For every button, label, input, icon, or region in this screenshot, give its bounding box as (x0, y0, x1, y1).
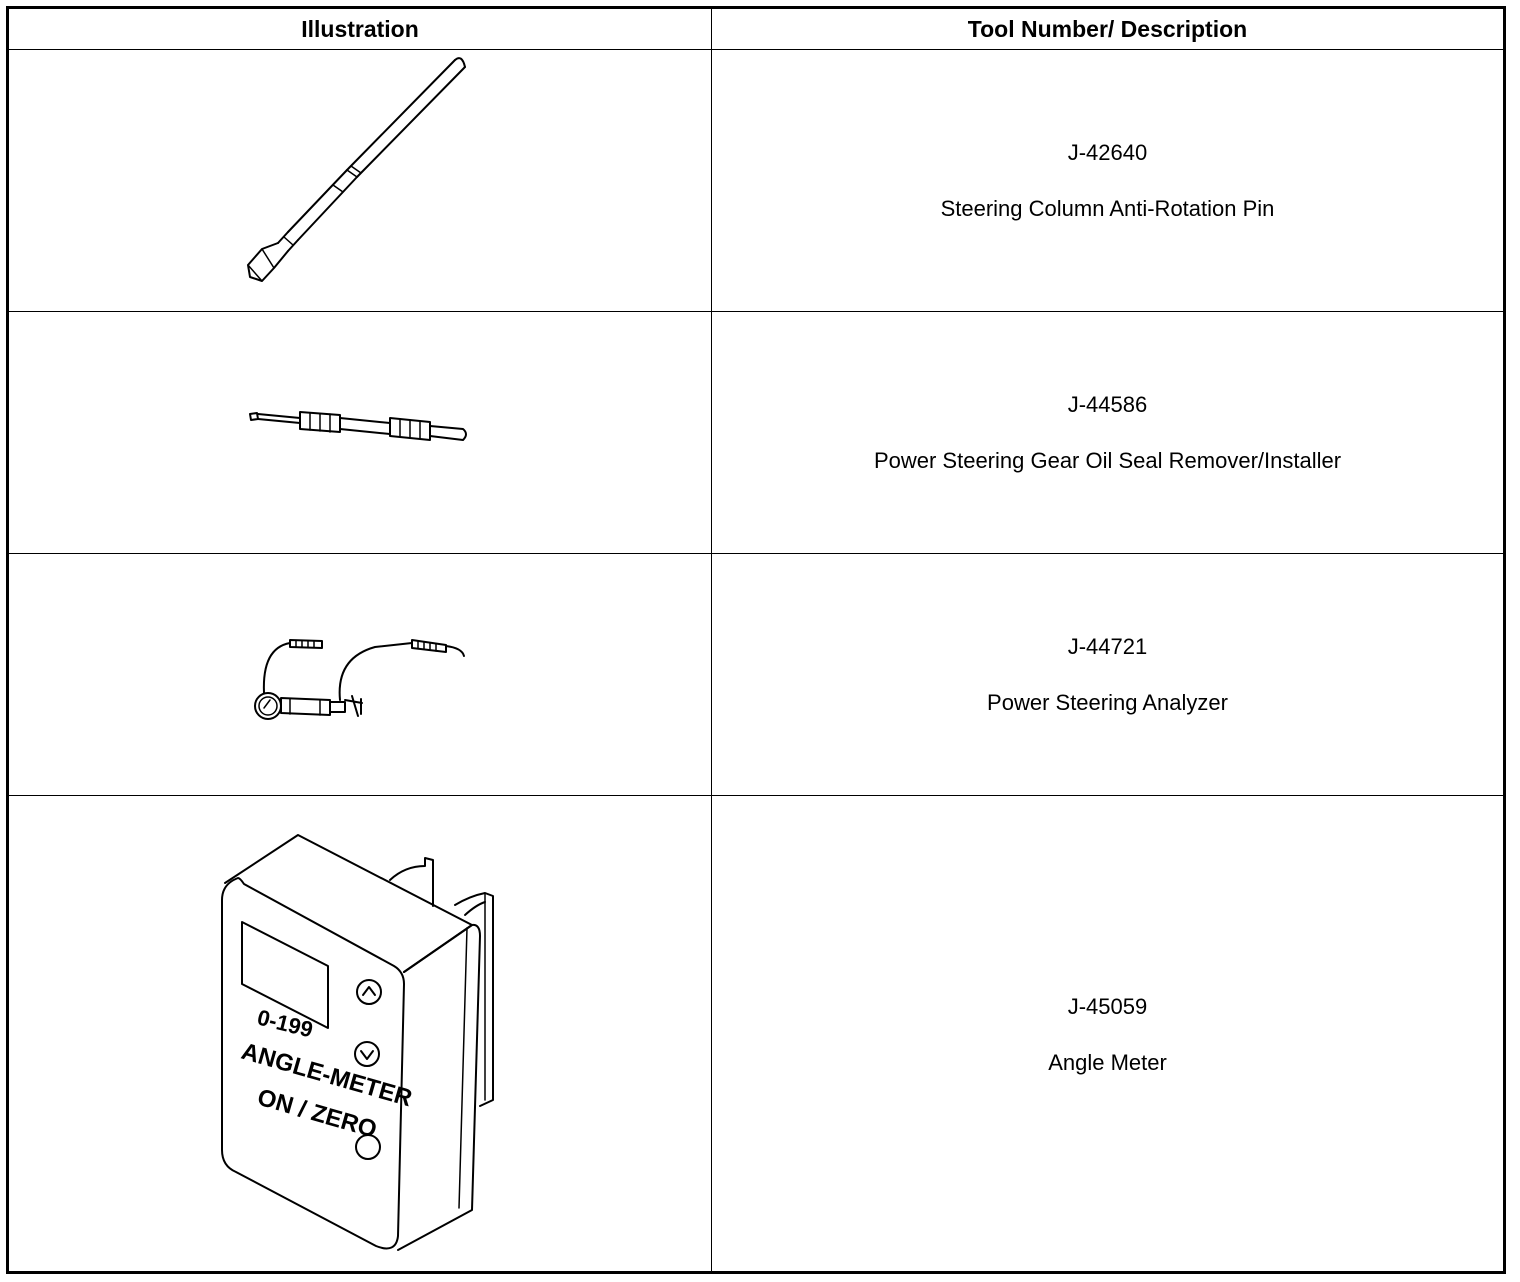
seal-remover-installer-icon (249, 411, 467, 441)
row-divider (9, 795, 1503, 796)
anti-rotation-pin-icon (247, 57, 466, 282)
tool-description: Power Steering Gear Oil Seal Remover/Ins… (873, 447, 1342, 473)
power-steering-analyzer-icon (254, 639, 465, 720)
row-divider (9, 311, 1503, 312)
tool-number: J-45059 (1067, 994, 1148, 1019)
table-row-illustration (9, 554, 711, 795)
angle-meter-icon: 0-199 ANGLE-METER ON / ZERO (221, 834, 494, 1251)
header-illustration: Illustration (301, 15, 419, 42)
table-row-description: J-44721 Power Steering Analyzer (712, 554, 1503, 795)
table-row-description: J-42640 Steering Column Anti-Rotation Pi… (712, 50, 1503, 311)
tool-description: Angle Meter (1048, 1050, 1167, 1075)
table-row-description: J-44586 Power Steering Gear Oil Seal Rem… (712, 312, 1503, 553)
table-row-illustration: 0-199 ANGLE-METER ON / ZERO (9, 796, 711, 1274)
row-divider (9, 49, 1503, 50)
row-divider (9, 553, 1503, 554)
table-row-illustration (9, 50, 711, 311)
column-divider (711, 9, 712, 1271)
special-tools-table: Illustration Tool Number/ Description (6, 6, 1506, 1274)
table-row-description: J-45059 Angle Meter (712, 796, 1503, 1274)
tool-number: J-42640 (1067, 139, 1148, 165)
tool-number: J-44721 (1067, 633, 1148, 659)
tool-description: Power Steering Analyzer (987, 689, 1228, 715)
header-tool-description: Tool Number/ Description (967, 15, 1248, 42)
tool-number: J-44586 (1067, 391, 1148, 417)
meter-range-label: 0-199 (255, 1005, 316, 1043)
table-row-illustration (9, 312, 711, 553)
tool-description: Steering Column Anti-Rotation Pin (940, 195, 1275, 221)
